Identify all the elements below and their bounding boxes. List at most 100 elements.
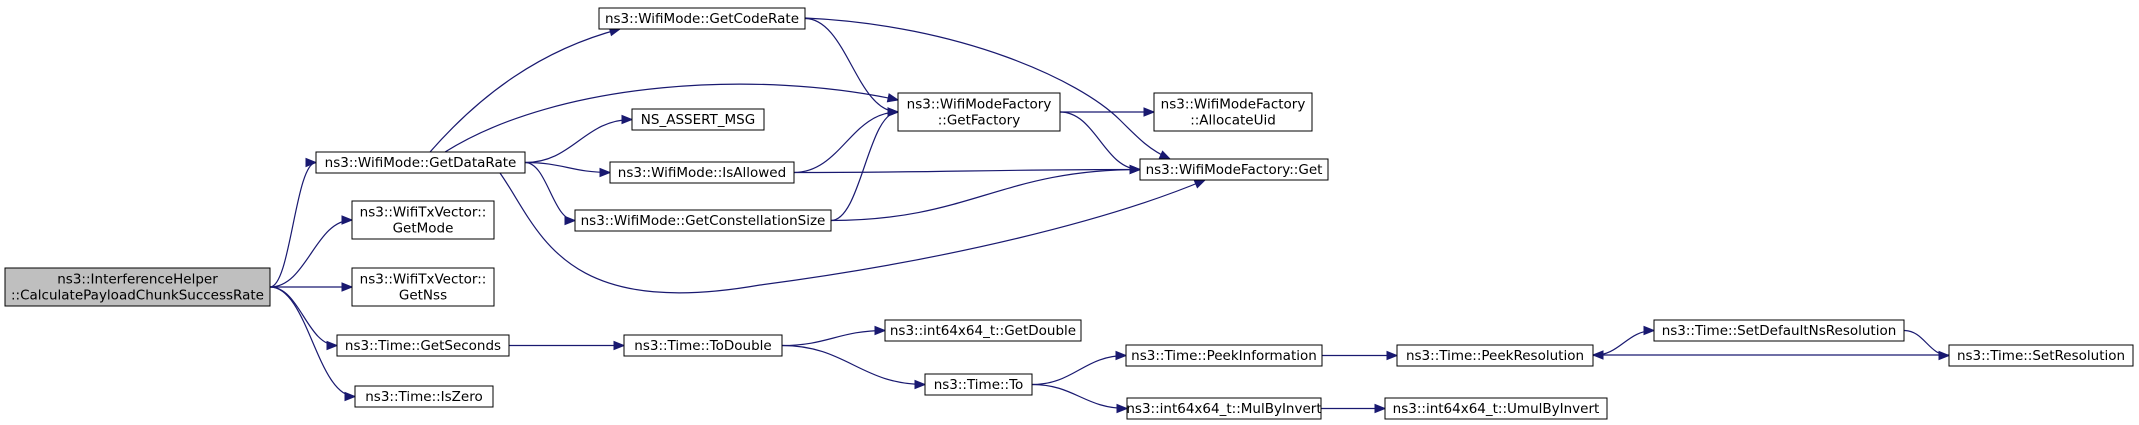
edge-getcoderate-to-factoryget [804,17,1172,160]
arrowhead-icon [1193,179,1207,189]
node-box [351,267,495,307]
edge-todouble-to-to [781,344,927,390]
node-label: ns3::Time::PeekResolution [1406,348,1584,364]
arrowhead-icon [621,114,634,125]
edge-setres-to-peekres [1591,350,1949,360]
node-label: ::AllocateUid [1190,112,1276,128]
node-label: ns3::Time::To [934,377,1024,393]
node-getdouble[interactable]: ns3::int64x64_t::GetDouble [884,319,1082,342]
node-box [598,7,806,30]
node-label: ns3::WifiTxVector:: [360,204,487,220]
node-label: ::GetFactory [938,112,1020,128]
node-label: ns3::WifiMode::GetDataRate [325,155,517,171]
node-box [354,385,494,408]
node-box [1153,92,1313,132]
edge-root-to-txgetnss [270,282,354,292]
edge-line [793,111,899,174]
edge-getdatarate-to-getcoderate [429,27,622,153]
arrowhead-icon [874,325,887,336]
arrowhead-icon [344,391,357,402]
edge-getfactory-to-factoryget [1059,111,1142,175]
arrowhead-icon [886,93,900,103]
node-allocuid[interactable]: ns3::WifiModeFactory::AllocateUid [1153,92,1313,132]
edge-constsize-to-getfactory [830,107,900,222]
edge-line [269,161,317,288]
node-label: ns3::int64x64_t::MulByInvert [1126,401,1321,417]
edge-mulbyinvert-to-umulbyinvert [1321,403,1387,414]
edge-getdatarate-to-constsize [524,161,577,226]
node-box [1948,344,2134,367]
edge-to-to-peekinfo [1031,350,1128,386]
edge-line [804,17,899,113]
arrowhead-icon [326,340,339,351]
edge-getdatarate-to-factoryget [499,172,1207,294]
node-box [1125,344,1323,367]
edge-line [524,118,633,164]
node-todouble[interactable]: ns3::Time::ToDouble [623,334,783,357]
node-setdefaultres[interactable]: ns3::Time::SetDefaultNsResolution [1653,319,1905,342]
node-umulbyinvert[interactable]: ns3::int64x64_t::UmulByInvert [1384,397,1608,420]
node-label: ns3::Time::PeekInformation [1131,348,1317,364]
edge-root-to-txgetmode [269,215,354,288]
node-setres[interactable]: ns3::Time::SetResolution [1948,344,2134,367]
arrowhead-icon [1374,403,1387,414]
edge-todouble-to-getdouble [781,325,887,347]
edge-line [1059,111,1141,171]
node-constsize[interactable]: ns3::WifiMode::GetConstellationSize [574,209,832,232]
edge-root-to-iszero [269,286,357,402]
node-getcoderate[interactable]: ns3::WifiMode::GetCodeRate [598,7,806,30]
node-iszero[interactable]: ns3::Time::IsZero [354,385,494,408]
node-getdatarate[interactable]: ns3::WifiMode::GetDataRate [315,151,526,174]
edge-getfactory-to-allocuid [1060,107,1156,117]
arrowhead-icon [1116,403,1129,414]
node-label: ns3::WifiMode::GetCodeRate [605,11,799,27]
node-box [884,319,1082,342]
arrowhead-icon [1591,350,1604,360]
edge-line [793,168,1141,174]
edge-line [781,344,926,386]
node-isallowed[interactable]: ns3::WifiMode::IsAllowed [609,161,795,184]
edge-getseconds-to-todouble [509,340,626,351]
node-box [574,209,832,232]
edge-line [269,286,338,347]
node-mulbyinvert[interactable]: ns3::int64x64_t::MulByInvert [1126,397,1322,420]
edge-line [1903,329,1950,357]
node-peekinfo[interactable]: ns3::Time::PeekInformation [1125,344,1323,367]
arrowhead-icon [1129,164,1142,175]
node-peekres[interactable]: ns3::Time::PeekResolution [1396,344,1594,367]
arrowhead-icon [1643,325,1656,336]
node-box [1396,344,1594,367]
edge-line [499,172,1206,294]
node-assertmsg[interactable]: NS_ASSERT_MSG [631,108,765,131]
arrowhead-icon [341,282,354,292]
edge-line [524,161,611,174]
arrowhead-icon [1143,107,1156,117]
node-getseconds[interactable]: ns3::Time::GetSeconds [336,334,510,357]
node-txgetnss[interactable]: ns3::WifiTxVector::GetNss [351,267,495,307]
nodes-layer: ns3::InterferenceHelper::CalculatePayloa… [4,7,2134,420]
node-label: ns3::WifiModeFactory [1161,96,1306,112]
node-getfactory[interactable]: ns3::WifiModeFactory::GetFactory [897,92,1061,132]
node-label: ::CalculatePayloadChunkSuccessRate [11,287,264,303]
node-box [351,200,495,240]
node-label: ns3::Time::ToDouble [634,338,771,354]
arrowhead-icon [914,379,927,390]
node-txgetmode[interactable]: ns3::WifiTxVector::GetMode [351,200,495,240]
node-label: ns3::WifiModeFactory [907,96,1052,112]
edge-line [269,286,356,398]
node-label: NS_ASSERT_MSG [641,112,755,128]
node-label: ns3::WifiMode::IsAllowed [618,165,786,181]
node-box [1126,397,1322,420]
arrowhead-icon [887,107,900,117]
edges-layer [269,17,1951,414]
edge-line [830,168,1141,222]
node-to[interactable]: ns3::Time::To [924,373,1033,396]
node-factoryget[interactable]: ns3::WifiModeFactory::Get [1139,158,1329,181]
edge-line [804,17,1171,160]
node-root[interactable]: ns3::InterferenceHelper::CalculatePayloa… [4,267,271,307]
edge-getdatarate-to-assertmsg [524,114,634,164]
edge-peekinfo-to-peekres [1322,350,1399,361]
node-box [315,151,526,174]
node-label: ns3::Time::SetResolution [1957,348,2125,364]
